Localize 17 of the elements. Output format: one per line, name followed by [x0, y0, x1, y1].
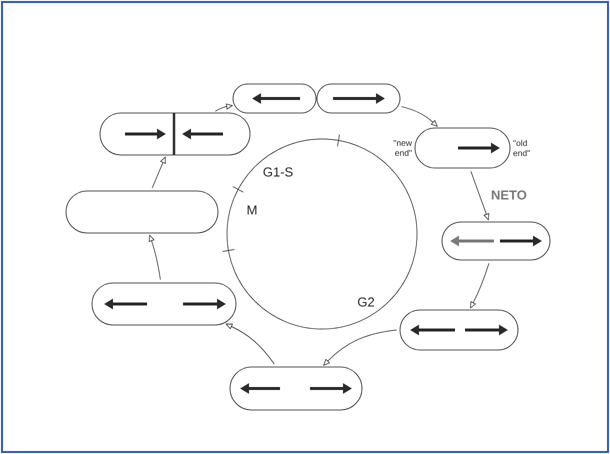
edge-label: NETO: [492, 190, 526, 200]
phase-label: G2: [358, 297, 374, 307]
end-label: "old end": [513, 140, 530, 156]
cell: [442, 222, 550, 260]
cell: [100, 112, 250, 156]
cell: [230, 366, 362, 410]
arrow: [323, 330, 397, 366]
cell: [316, 84, 400, 114]
cell: [400, 310, 518, 350]
phase-label: M: [248, 206, 256, 214]
cell: [92, 282, 236, 326]
cell: [414, 128, 510, 168]
end-label: "new end": [394, 140, 412, 156]
cell: [66, 190, 218, 234]
arrow: [401, 106, 438, 127]
phase-label: G1-S: [264, 167, 293, 177]
cell: [232, 84, 316, 114]
